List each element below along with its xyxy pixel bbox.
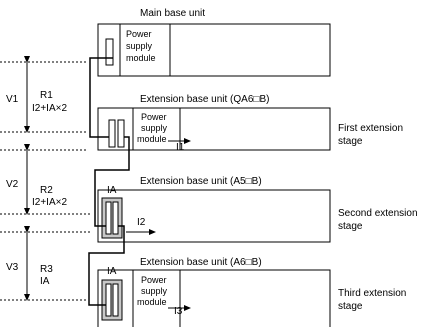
extension-2-out-connector xyxy=(112,201,119,235)
extension-2-frame xyxy=(97,189,331,243)
main-base-unit: Main base unit Power supply module xyxy=(97,8,331,77)
main-power-supply-label-2: supply xyxy=(126,41,153,51)
extension-cable-r3 xyxy=(88,225,125,306)
extension-1-out-connector xyxy=(117,119,125,148)
ia-third-label: IA xyxy=(107,266,117,277)
r1-label: R1 xyxy=(40,90,53,101)
extension-3-out-connector xyxy=(112,283,119,317)
main-base-unit-frame xyxy=(97,23,331,77)
first-stage-label-2: stage xyxy=(338,136,363,147)
ext3-power-supply-label-3: module xyxy=(137,297,167,307)
ext1-power-supply-label-2: supply xyxy=(141,123,168,133)
extension-cable-r2 xyxy=(94,136,130,227)
extension-1-in-connector xyxy=(108,119,116,148)
current-i1-label: I1 xyxy=(176,142,185,153)
r2-label: R2 xyxy=(40,185,53,196)
main-base-connector xyxy=(105,38,114,66)
extension-base-unit-2: Extension base unit (A5□B) IA I2 Second … xyxy=(97,176,418,243)
ext1-power-supply-label-1: Power xyxy=(141,112,167,122)
second-stage-label-2: stage xyxy=(338,221,363,232)
extension-3-connector-block xyxy=(101,279,123,321)
extension-cable-r1 xyxy=(89,57,113,138)
extension-3-in-connector xyxy=(105,283,112,317)
ext3-power-supply-label-1: Power xyxy=(141,275,167,285)
extension-3-frame xyxy=(97,269,331,327)
extension-1-label: Extension base unit (QA6□B) xyxy=(140,94,269,105)
main-power-supply-label-1: Power xyxy=(126,29,152,39)
extension-3-label: Extension base unit (A6□B) xyxy=(140,257,262,268)
ia-second-label: IA xyxy=(107,185,117,196)
ext3-power-supply-label-2: supply xyxy=(141,286,168,296)
r2-current-label: I2+IA×2 xyxy=(32,197,67,208)
r1-current-label: I2+IA×2 xyxy=(32,103,67,114)
first-stage-label-1: First extension xyxy=(338,123,403,134)
current-i3-label: I3 xyxy=(174,306,183,317)
r3-label: R3 xyxy=(40,264,53,275)
v2-label: V2 xyxy=(6,179,19,190)
current-i2-label: I2 xyxy=(137,217,146,228)
main-base-unit-label: Main base unit xyxy=(140,8,205,19)
voltage-dimensions xyxy=(0,56,92,301)
r3-current-label: IA xyxy=(40,276,50,287)
extension-2-label: Extension base unit (A5□B) xyxy=(140,176,262,187)
extension-cables xyxy=(88,57,130,306)
ext1-power-supply-label-3: module xyxy=(137,134,167,144)
third-stage-label-2: stage xyxy=(338,301,363,312)
extension-base-unit-1: Extension base unit (QA6□B) Power supply… xyxy=(97,94,403,153)
main-power-supply-label-3: module xyxy=(126,53,156,63)
v1-label: V1 xyxy=(6,94,19,105)
extension-2-in-connector xyxy=(105,201,112,235)
extension-2-connector-block xyxy=(101,197,123,239)
extension-base-unit-3: Extension base unit (A6□B) IA Power supp… xyxy=(97,257,406,327)
second-stage-label-1: Second extension xyxy=(338,208,418,219)
third-stage-label-1: Third extension xyxy=(338,288,406,299)
v3-label: V3 xyxy=(6,262,19,273)
extension-1-frame xyxy=(97,107,331,151)
